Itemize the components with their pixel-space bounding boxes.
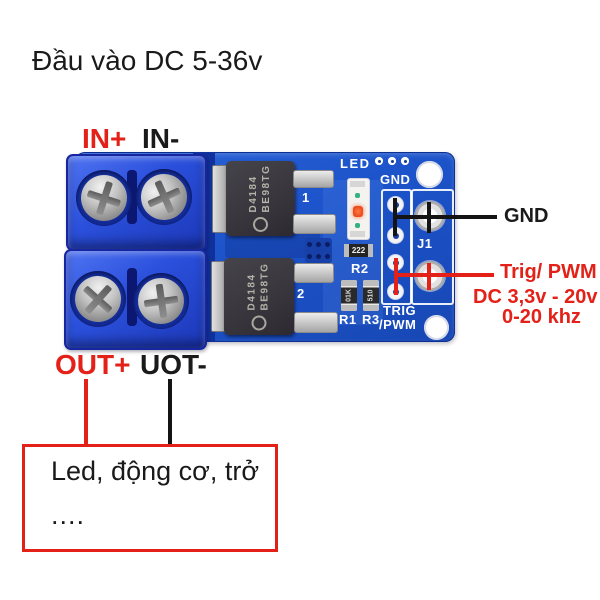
resistor-r2: 222 xyxy=(344,244,373,257)
silkscreen-r2: R2 xyxy=(351,261,369,276)
mosfet2-leg xyxy=(294,312,338,333)
led-component xyxy=(347,178,370,240)
via xyxy=(375,157,383,165)
mounting-hole xyxy=(424,315,449,340)
terminal-slot xyxy=(127,170,137,224)
silkscreen-gnd: GND xyxy=(380,172,411,187)
via xyxy=(388,157,396,165)
input-voltage-title: Đầu vào DC 5-36v xyxy=(32,45,263,76)
out-plus-label: OUT+ xyxy=(55,349,131,380)
ao-logo-icon xyxy=(253,217,268,233)
out-plus-lead-line xyxy=(84,379,88,444)
load-box-text: Led, động cơ, trở xyxy=(51,456,260,486)
silkscreen-q2: 2 xyxy=(297,286,305,301)
mosfet2-leg xyxy=(294,263,334,283)
terminal-well xyxy=(65,266,131,332)
out-minus-lead-line xyxy=(168,379,172,444)
silkscreen-trig: TRIG xyxy=(383,303,417,318)
gnd-pointer-tick xyxy=(427,202,431,233)
mosfet2-marking: D4184 BE98TG xyxy=(221,262,298,332)
resistor-r1: 01K xyxy=(341,280,357,311)
via xyxy=(401,157,409,165)
mosfet1-marking: D4184 BE98TG xyxy=(223,164,298,233)
terminal-well xyxy=(75,169,133,227)
silkscreen-r3: R3 xyxy=(362,312,380,327)
mosfet2: D4184 BE98TG xyxy=(224,258,294,335)
silkscreen-r1: R1 xyxy=(339,312,357,327)
input-terminal-block xyxy=(66,154,207,251)
terminal-well xyxy=(133,273,189,329)
load-box: Led, động cơ, trở .... xyxy=(22,444,278,552)
trig-pointer-line xyxy=(394,273,494,277)
mosfet1-leg xyxy=(293,170,334,188)
j1-outline xyxy=(411,189,454,305)
terminal-slot xyxy=(127,268,137,326)
trig-pointer-tick xyxy=(427,263,431,290)
in-plus-label: IN+ xyxy=(82,123,127,154)
in-minus-label: IN- xyxy=(142,123,180,154)
gnd-pointer-line xyxy=(393,215,497,219)
screw-head xyxy=(75,169,133,227)
terminal-well xyxy=(133,166,195,228)
output-terminal-block xyxy=(64,249,207,350)
screw-head xyxy=(65,266,131,332)
via-cluster xyxy=(305,238,332,263)
silkscreen-j1: J1 xyxy=(417,236,433,251)
ao-logo-icon xyxy=(251,315,267,331)
mounting-hole xyxy=(416,161,443,188)
trig-annotation-line2: DC 3,3v - 20v xyxy=(473,286,598,308)
resistor-r3: 510 xyxy=(363,280,379,311)
mosfet1: D4184 BE98TG xyxy=(226,161,295,236)
screw-head xyxy=(133,166,195,228)
out-minus-label: UOT- xyxy=(140,349,207,380)
silkscreen-pwm: /PWM xyxy=(379,317,417,332)
load-box-dots: .... xyxy=(51,500,86,530)
led-glow xyxy=(353,206,363,217)
trig-annotation-line3: 0-20 khz xyxy=(502,306,581,328)
silkscreen-led: LED xyxy=(340,156,371,171)
trig-annotation-line1: Trig/ PWM xyxy=(500,261,597,283)
silkscreen-q1: 1 xyxy=(302,190,310,205)
gnd-annotation: GND xyxy=(504,205,549,227)
mosfet1-leg xyxy=(293,214,336,234)
screw-head xyxy=(135,275,187,327)
